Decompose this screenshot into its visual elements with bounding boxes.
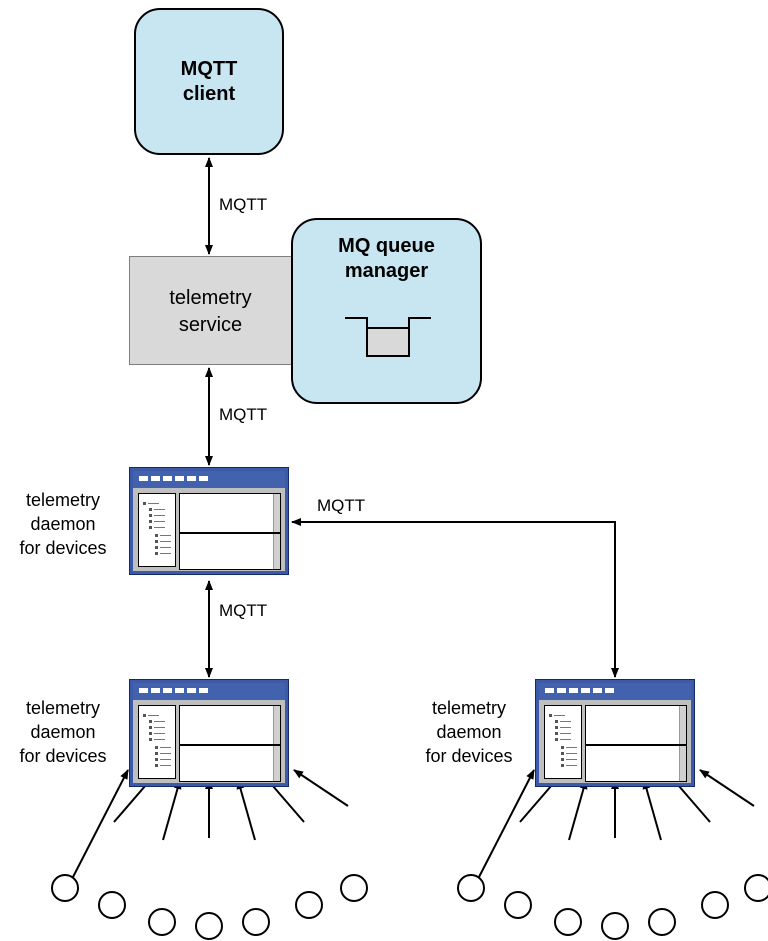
content-pane <box>585 745 687 782</box>
device-node <box>601 912 629 940</box>
mqtt-client-box: MQTT client <box>134 8 284 155</box>
daemon-label-line1: telemetry <box>25 490 101 510</box>
device-node <box>554 908 582 936</box>
titlebar-button-icon <box>545 688 554 693</box>
daemon-label-bottom-right: telemetry daemon for devices <box>406 696 532 768</box>
window-titlebar <box>133 683 285 700</box>
device-node <box>744 874 768 902</box>
scrollbar <box>273 706 280 744</box>
titlebar-button-icon <box>557 688 566 693</box>
titlebar-button-icon <box>199 688 208 693</box>
daemon-label-top: telemetry daemon for devices <box>0 488 126 560</box>
window-content <box>133 488 285 571</box>
device-node <box>295 891 323 919</box>
content-pane <box>179 745 281 782</box>
daemon-label-line3: for devices <box>19 746 107 766</box>
titlebar-button-icon <box>163 688 172 693</box>
titlebar-button-icon <box>593 688 602 693</box>
queue-icon <box>345 317 431 357</box>
scrollbar <box>679 706 686 744</box>
titlebar-button-icon <box>187 476 196 481</box>
device-node <box>51 874 79 902</box>
titlebar-button-icon <box>139 688 148 693</box>
device-node <box>457 874 485 902</box>
telemetry-service-line1: telemetry <box>169 287 252 309</box>
tree-pane <box>544 705 582 779</box>
scrollbar <box>273 746 280 781</box>
mqtt-label-daemon-daemon: MQTT <box>219 601 268 620</box>
titlebar-button-icon <box>569 688 578 693</box>
content-pane <box>179 493 281 533</box>
daemon-label-line3: for devices <box>425 746 513 766</box>
scrollbar <box>273 534 280 569</box>
content-pane <box>179 533 281 570</box>
device-node <box>648 908 676 936</box>
titlebar-button-icon <box>175 476 184 481</box>
mqtt-label-client-service: MQTT <box>219 195 268 214</box>
titlebar-button-icon <box>187 688 196 693</box>
device-node <box>195 912 223 940</box>
mqtt-label-service-daemon: MQTT <box>219 405 268 424</box>
device-node <box>98 891 126 919</box>
scrollbar <box>679 746 686 781</box>
device-node <box>504 891 532 919</box>
daemon-label-line2: daemon <box>30 722 96 742</box>
daemon-label-bottom-left: telemetry daemon for devices <box>0 696 126 768</box>
queue-manager-box: MQ queue manager <box>291 218 482 404</box>
daemon-label-line1: telemetry <box>431 698 507 718</box>
telemetry-service-box: telemetry service <box>129 256 292 365</box>
mqtt-label-daemon-right: MQTT <box>317 496 366 515</box>
device-node <box>701 891 729 919</box>
daemon-window-bottom-left <box>129 679 289 787</box>
window-titlebar <box>539 683 691 700</box>
window-content <box>133 700 285 783</box>
queue-manager-line1: MQ queue <box>338 235 435 257</box>
daemon-window-top <box>129 467 289 575</box>
daemon-label-line3: for devices <box>19 538 107 558</box>
mqtt-client-line1: MQTT <box>180 58 238 80</box>
titlebar-button-icon <box>199 476 208 481</box>
titlebar-button-icon <box>175 688 184 693</box>
device-fan-left <box>51 769 368 940</box>
device-node <box>242 908 270 936</box>
device-node <box>148 908 176 936</box>
daemon-window-bottom-right <box>535 679 695 787</box>
titlebar-button-icon <box>151 476 160 481</box>
daemon-label-line1: telemetry <box>25 698 101 718</box>
telemetry-service-line2: service <box>178 314 243 336</box>
tree-pane <box>138 705 176 779</box>
content-pane <box>179 705 281 745</box>
daemon-label-line2: daemon <box>436 722 502 742</box>
arrow-daemon-right-daemon <box>291 518 619 678</box>
device-node <box>340 874 368 902</box>
titlebar-button-icon <box>139 476 148 481</box>
titlebar-button-icon <box>163 476 172 481</box>
window-titlebar <box>133 471 285 488</box>
titlebar-button-icon <box>605 688 614 693</box>
tree-pane <box>138 493 176 567</box>
scrollbar <box>273 494 280 532</box>
titlebar-button-icon <box>581 688 590 693</box>
queue-manager-line2: manager <box>344 260 429 282</box>
titlebar-button-icon <box>151 688 160 693</box>
window-content <box>539 700 691 783</box>
content-pane <box>585 705 687 745</box>
daemon-label-line2: daemon <box>30 514 96 534</box>
device-fan-right <box>457 769 768 940</box>
mqtt-client-line2: client <box>182 83 236 105</box>
